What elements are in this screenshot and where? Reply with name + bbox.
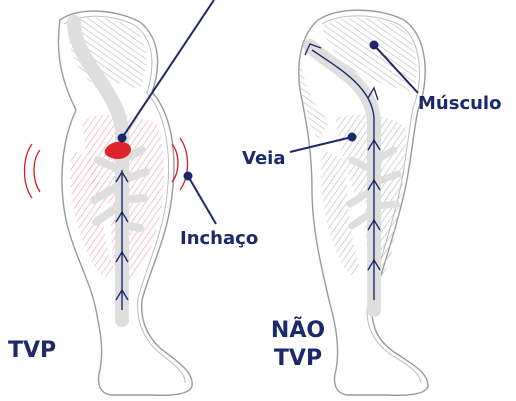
vein-label: Veia xyxy=(242,148,285,169)
clot-pointer-dot xyxy=(118,134,127,143)
left-leg xyxy=(25,0,217,395)
swelling-pointer-line xyxy=(188,176,216,224)
swelling-marks-left xyxy=(25,144,41,198)
swelling-label: Inchaço xyxy=(180,228,258,249)
dvt-label: TVP xyxy=(8,338,56,363)
no-dvt-label: NÃO TVP xyxy=(262,317,334,373)
no-dvt-label-line2: TVP xyxy=(262,345,334,373)
muscle-label: Músculo xyxy=(418,93,501,114)
no-dvt-label-line1: NÃO xyxy=(262,317,334,345)
